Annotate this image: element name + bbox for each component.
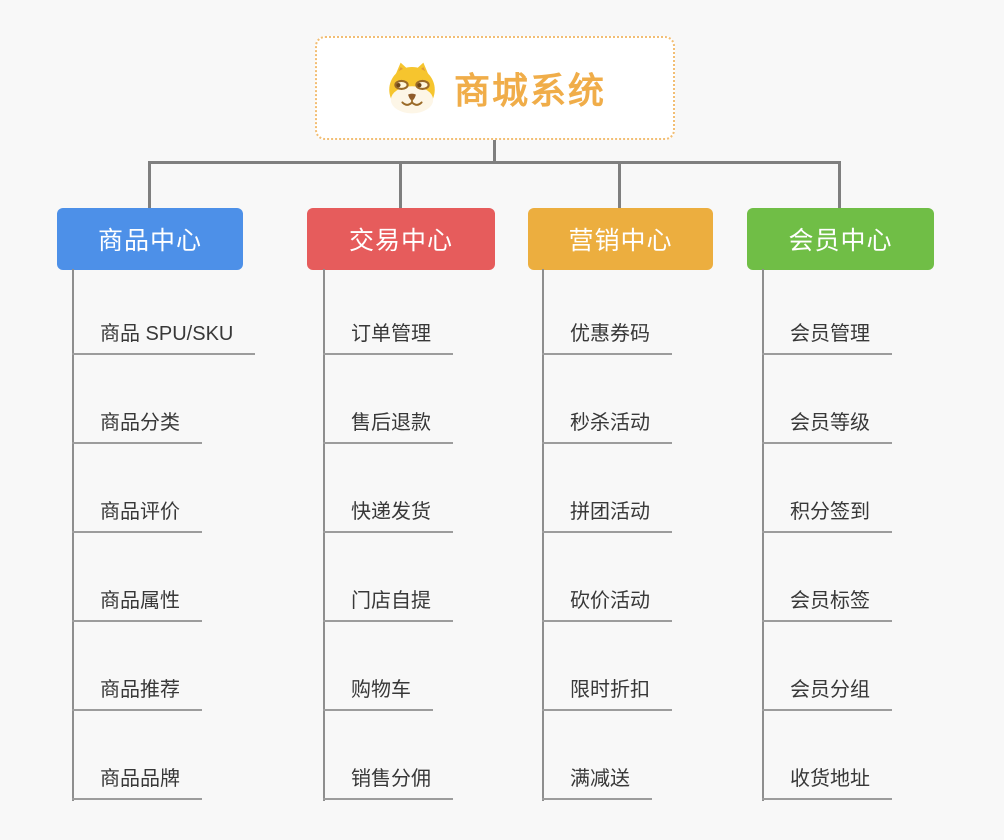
leaf-node[interactable]: 商品评价 bbox=[72, 499, 202, 533]
leaf-node[interactable]: 门店自提 bbox=[323, 588, 453, 622]
leaf-node[interactable]: 砍价活动 bbox=[542, 588, 672, 622]
root-node[interactable]: 商城系统 bbox=[315, 36, 675, 140]
branch-line-trade bbox=[323, 269, 325, 801]
leaf-node[interactable]: 会员等级 bbox=[762, 410, 892, 444]
leaf-node[interactable]: 秒杀活动 bbox=[542, 410, 672, 444]
leaf-node[interactable]: 商品 SPU/SKU bbox=[72, 321, 256, 355]
leaf-node[interactable]: 收货地址 bbox=[762, 766, 892, 800]
branch-header-product-center[interactable]: 商品中心 bbox=[57, 208, 243, 270]
leaf-node[interactable]: 优惠券码 bbox=[542, 321, 672, 355]
connector-drop-member bbox=[838, 161, 841, 209]
connector-root-stub bbox=[493, 139, 496, 164]
leaf-node[interactable]: 商品品牌 bbox=[72, 766, 202, 800]
leaf-node[interactable]: 商品推荐 bbox=[72, 677, 202, 711]
leaf-node[interactable]: 订单管理 bbox=[323, 321, 453, 355]
leaf-node[interactable]: 会员分组 bbox=[762, 677, 892, 711]
leaf-node[interactable]: 销售分佣 bbox=[323, 766, 453, 800]
leaf-node[interactable]: 会员标签 bbox=[762, 588, 892, 622]
connector-horizontal bbox=[148, 161, 841, 164]
leaf-node[interactable]: 满减送 bbox=[542, 766, 652, 800]
connector-drop-product bbox=[148, 161, 151, 209]
leaf-node[interactable]: 快递发货 bbox=[323, 499, 453, 533]
leaf-node[interactable]: 商品属性 bbox=[72, 588, 202, 622]
doge-icon bbox=[384, 60, 440, 116]
branch-header-marketing-center[interactable]: 营销中心 bbox=[528, 208, 713, 270]
leaf-node[interactable]: 购物车 bbox=[323, 677, 433, 711]
connector-drop-trade bbox=[399, 161, 402, 209]
leaf-node[interactable]: 会员管理 bbox=[762, 321, 892, 355]
branch-header-trade-center[interactable]: 交易中心 bbox=[307, 208, 495, 270]
branch-line-product bbox=[72, 269, 74, 801]
branch-line-member bbox=[762, 269, 764, 801]
branch-line-marketing bbox=[542, 269, 544, 801]
leaf-node[interactable]: 拼团活动 bbox=[542, 499, 672, 533]
leaf-node[interactable]: 售后退款 bbox=[323, 410, 453, 444]
branch-header-member-center[interactable]: 会员中心 bbox=[747, 208, 934, 270]
leaf-node[interactable]: 积分签到 bbox=[762, 499, 892, 533]
root-title: 商城系统 bbox=[453, 70, 606, 111]
leaf-node[interactable]: 限时折扣 bbox=[542, 677, 672, 711]
connector-drop-marketing bbox=[618, 161, 621, 209]
leaf-node[interactable]: 商品分类 bbox=[72, 410, 202, 444]
